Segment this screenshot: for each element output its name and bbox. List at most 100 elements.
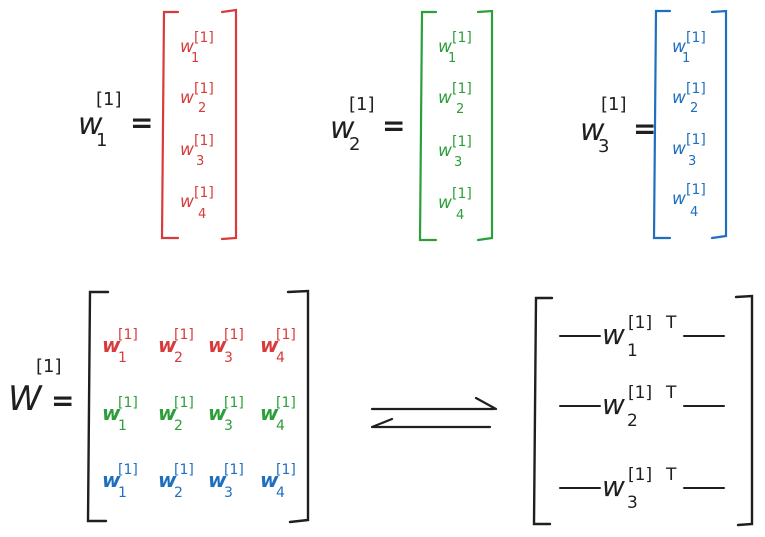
vector-w3-entry: w [1] 3 — [672, 132, 706, 169]
vector-w3-entry: w [1] 1 — [672, 30, 706, 66]
row-subscript: 1 — [627, 341, 638, 361]
vector-w2-equals: = — [382, 109, 405, 142]
matrix-cell: w[1]1 — [102, 462, 138, 501]
matrix-cell-superscript: [1] — [224, 462, 244, 478]
matrix-cell-subscript: 3 — [224, 350, 233, 366]
matrix-cell-subscript: 4 — [276, 350, 285, 366]
row-vector-transposed: w[1]T2 — [559, 383, 725, 431]
vector-w2-lhs-superscript: [1] — [349, 94, 375, 115]
entry-subscript: 4 — [456, 208, 464, 223]
matrix-cell-symbol: w — [102, 468, 121, 492]
entry-symbol: w — [438, 141, 452, 161]
entry-subscript: 4 — [690, 205, 698, 220]
matrix-cell-symbol: w — [260, 468, 279, 492]
vector-w1-entry: w [1] 3 — [180, 133, 214, 169]
row-vector-transposed: w[1]T3 — [559, 465, 725, 513]
matrix-w-lhs-symbol: W — [8, 379, 43, 419]
matrix-w-definition: W [1] = w[1]1w[1]2w[1]3w[1]4w[1]1w[1]2w[… — [8, 289, 310, 524]
vector-w1-definition: w [1] 1 = w [1] 1 w [1] 2 w [1] 3 w [1] … — [78, 8, 238, 241]
row-subscript: 2 — [627, 411, 638, 431]
vector-w2-entry: w [1] 3 — [438, 134, 472, 170]
rows-matrix-cells: w[1]T1w[1]T2w[1]T3 — [559, 313, 725, 513]
matrix-cell-superscript: [1] — [224, 395, 244, 411]
matrix-cell-superscript: [1] — [174, 395, 194, 411]
rows-matrix-bracket-right — [734, 294, 754, 527]
entry-symbol: w — [180, 37, 194, 57]
vector-w1-entry: w [1] 2 — [180, 81, 214, 116]
entry-superscript: [1] — [452, 81, 472, 97]
vector-w1-entry: w [1] 1 — [180, 30, 214, 66]
row-transpose-mark: T — [665, 465, 677, 485]
transposed-rows-matrix: w[1]T1w[1]T2w[1]T3 — [532, 294, 754, 527]
matrix-cell-symbol: w — [208, 401, 227, 425]
entry-subscript: 2 — [456, 102, 464, 117]
rows-matrix-bracket-left — [532, 296, 554, 526]
vector-w3-bracket-right — [710, 9, 728, 240]
entry-subscript: 1 — [448, 51, 456, 66]
matrix-cell: w[1] 3 — [208, 395, 244, 434]
vector-w2-lhs-symbol: w — [330, 111, 355, 146]
entry-superscript: [1] — [194, 30, 214, 46]
vector-w1-equals: = — [130, 106, 153, 139]
row-superscript: [1] — [628, 465, 652, 485]
entry-symbol: w — [180, 192, 194, 212]
vector-w3-entry: w [1] 2 — [672, 81, 706, 116]
matrix-cell-superscript: [1] — [118, 395, 138, 411]
row-vector-transposed: w[1]T1 — [559, 313, 725, 361]
entry-subscript: 3 — [196, 154, 204, 169]
matrix-cell-subscript: 1 — [118, 485, 127, 501]
matrix-cell: w[1]3 — [208, 327, 244, 366]
entry-superscript: [1] — [452, 30, 472, 46]
entry-subscript: 2 — [690, 101, 698, 116]
matrix-cell-superscript: [1] — [174, 327, 194, 343]
matrix-cell: w[1]2 — [158, 462, 194, 501]
entry-superscript: [1] — [194, 133, 214, 149]
vector-w1-entry: w [1] 4 — [180, 185, 214, 222]
matrix-w-bracket-left — [86, 290, 110, 523]
vector-w2-lhs-subscript: 2 — [349, 134, 360, 155]
entry-superscript: [1] — [686, 81, 706, 97]
entry-subscript: 2 — [198, 101, 206, 116]
entry-superscript: [1] — [194, 185, 214, 201]
entry-symbol: w — [438, 37, 452, 57]
matrix-cell-superscript: [1] — [118, 327, 138, 343]
equivalence-arrows — [370, 396, 498, 429]
matrix-cell-superscript: [1] — [276, 462, 296, 478]
entry-superscript: [1] — [452, 186, 472, 202]
arrow-left — [370, 417, 492, 429]
matrix-cell-superscript: [1] — [174, 462, 194, 478]
matrix-cell-subscript: 4 — [276, 485, 285, 501]
matrix-cell-subscript: 2 — [174, 350, 183, 366]
vector-w3-entry: w [1] 4 — [672, 182, 706, 220]
matrix-cell-superscript: [1] — [276, 395, 296, 411]
vector-w3-bracket-left — [652, 9, 672, 240]
row-symbol: w — [602, 318, 625, 351]
entry-symbol: w — [672, 88, 686, 108]
entry-superscript: [1] — [194, 81, 214, 97]
entry-symbol: w — [672, 139, 686, 159]
matrix-cell-subscript: 4 — [276, 418, 285, 434]
matrix-cell-subscript: 3 — [224, 418, 233, 434]
vector-w3-definition: w [1] 3 = w [1] 1 w [1] 2 w [1] 3 w [1] … — [580, 9, 728, 240]
vector-w2-definition: w [1] 2 = w [1] 1 w [1] 2 w [1] 3 w [1] … — [330, 9, 494, 242]
vector-w2-bracket-left — [418, 10, 438, 242]
vector-w3-lhs-subscript: 3 — [598, 136, 609, 157]
matrix-cell-superscript: [1] — [224, 327, 244, 343]
entry-symbol: w — [180, 140, 194, 160]
matrix-cell-symbol: w — [158, 333, 177, 357]
entry-symbol: w — [672, 37, 686, 57]
matrix-cell-superscript: [1] — [276, 327, 296, 343]
vector-w2-bracket-right — [476, 9, 494, 242]
vector-w1-lhs-symbol: w — [78, 107, 103, 142]
vector-w1-lhs-subscript: 1 — [96, 130, 107, 151]
vector-w3-equals: = — [633, 112, 656, 145]
vector-w3-lhs-superscript: [1] — [601, 94, 627, 115]
vector-w3-lhs-symbol: w — [580, 113, 605, 148]
matrix-w-equals: = — [51, 384, 74, 417]
row-transpose-mark: T — [665, 313, 677, 333]
matrix-cell: w[1]2 — [158, 395, 194, 434]
vector-w2-entry: w [1] 4 — [438, 186, 472, 223]
matrix-cell: w[1]4 — [260, 395, 296, 434]
entry-symbol: w — [672, 189, 686, 209]
row-symbol: w — [602, 388, 625, 421]
